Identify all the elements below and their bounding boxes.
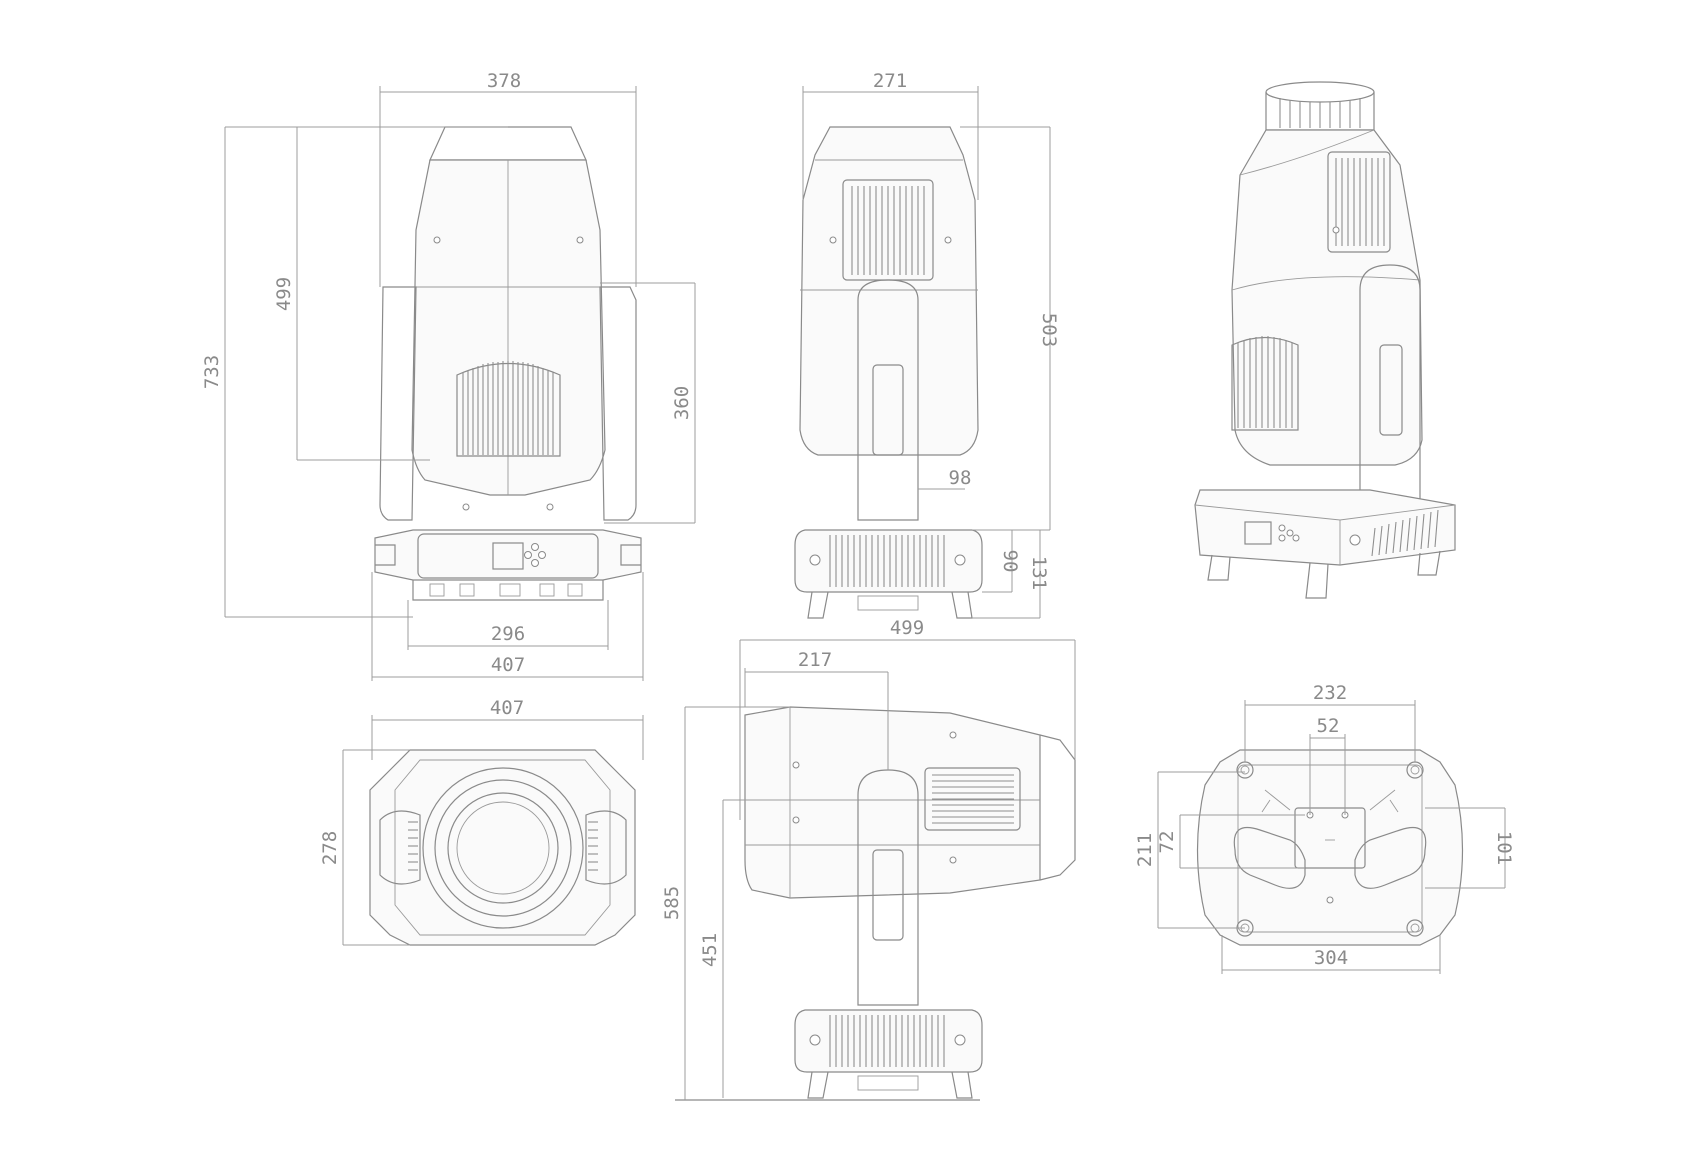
- front-display: [492, 542, 524, 570]
- bottom-outline: [1196, 749, 1464, 946]
- dim-tilt-length: 499: [890, 617, 924, 639]
- front-yoke-left: [379, 286, 417, 521]
- dim-bottom-side: 101: [1493, 831, 1515, 865]
- side-head-body: [799, 126, 979, 456]
- iso-heatsink: [1231, 336, 1299, 431]
- front-view: 378 499 733 360 296 407: [201, 70, 696, 681]
- iso-vent: [1327, 151, 1391, 253]
- top-handle-left: [379, 810, 421, 885]
- top-lens-ring: [434, 779, 572, 917]
- tilt-lens: [1039, 734, 1076, 881]
- dim-bottom-depth: 211: [1134, 833, 1156, 867]
- front-yoke-right: [599, 286, 637, 521]
- tilt-vent: [924, 767, 1021, 831]
- dim-front-overall-height: 733: [201, 355, 223, 389]
- dim-side-height: 503: [1038, 313, 1060, 347]
- dim-side-base-total: 131: [1028, 556, 1050, 590]
- side-view: 271 503 98 90 131: [794, 70, 1060, 619]
- dim-bottom-width-top: 232: [1313, 682, 1347, 704]
- top-lens-ring-outer: [422, 767, 584, 929]
- front-base: [374, 529, 642, 581]
- dim-top-width: 407: [490, 697, 524, 719]
- tilt-view: 499 217 585 451: [661, 617, 1076, 1101]
- iso-base: [1194, 489, 1456, 566]
- dim-front-base-inner: 296: [491, 623, 525, 645]
- dim-side-yoke-width: 98: [949, 467, 972, 489]
- isometric-view: [1194, 81, 1456, 599]
- top-lens: [447, 792, 559, 904]
- iso-yoke: [1359, 264, 1421, 501]
- bottom-plate: [1294, 807, 1366, 869]
- dim-side-base-height: 90: [999, 550, 1021, 573]
- tilt-head-body: [744, 706, 1041, 899]
- dim-side-width: 271: [873, 70, 907, 92]
- side-yoke-arm: [857, 279, 919, 521]
- dim-front-body-height: 499: [273, 277, 295, 311]
- dim-tilt-pivot-height: 451: [699, 933, 721, 967]
- dim-front-base-outer: 407: [491, 654, 525, 676]
- dim-bottom-width: 304: [1314, 947, 1348, 969]
- front-head-cap: [429, 126, 587, 161]
- top-outline: [369, 749, 636, 946]
- front-head-body: [411, 159, 606, 496]
- dim-front-top-width: 378: [487, 70, 521, 92]
- dim-tilt-head-offset: 217: [798, 649, 832, 671]
- iso-display: [1244, 521, 1272, 545]
- tilt-base: [794, 1009, 983, 1073]
- bottom-view: 232 52 211 72 101 304: [1134, 682, 1515, 974]
- dim-tilt-overall-height: 585: [661, 886, 683, 920]
- top-handle-right: [585, 810, 627, 885]
- dim-top-depth: 278: [319, 831, 341, 865]
- dim-front-yoke-height: 360: [671, 386, 693, 420]
- dim-bottom-inner: 72: [1156, 831, 1178, 854]
- side-base: [794, 529, 983, 593]
- iso-head-body: [1231, 129, 1423, 466]
- top-view: 407 278: [319, 697, 644, 946]
- dim-bottom-center: 52: [1317, 715, 1340, 737]
